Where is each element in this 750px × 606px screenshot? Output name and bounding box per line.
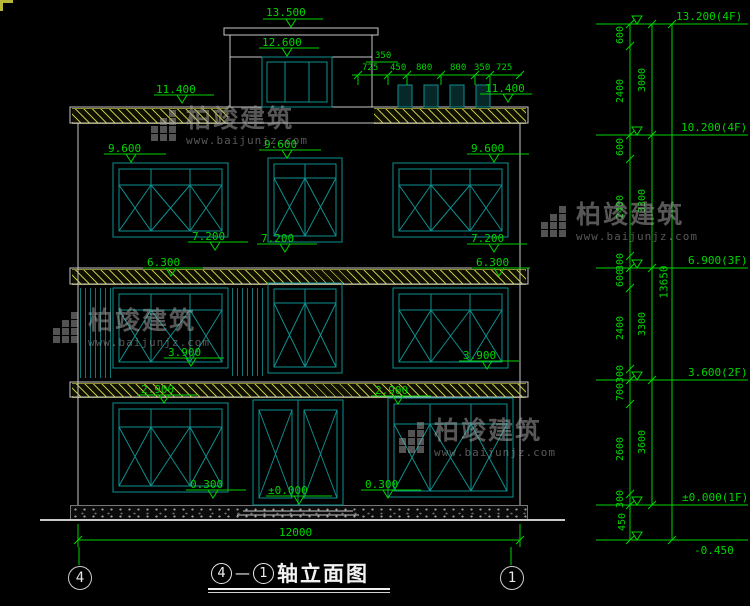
level-label-9600-left: 9.600: [108, 142, 142, 155]
seg-2400a: 2400: [615, 78, 626, 104]
right-level-4f: 10.200(4F): [681, 121, 748, 134]
window-3f-left: [112, 162, 229, 238]
title-underline-thin: [208, 592, 390, 593]
watermark-logo-icon: [399, 422, 424, 453]
watermark-logo-icon: [151, 110, 176, 141]
level-label-6300-left: 6.300: [147, 256, 181, 269]
top-dim-725b: 725: [496, 63, 513, 73]
seg-300c: 300: [615, 489, 626, 509]
right-level-3f: 6.900(3F): [688, 254, 748, 267]
watermark: 柏竣建筑 www.baijunjz.com: [52, 306, 210, 350]
watermark-logo-icon: [53, 312, 78, 343]
level-label-12600: 12.600: [262, 36, 302, 49]
overall-width-dim: 12000: [279, 526, 313, 539]
window-3f-middle: [267, 157, 343, 243]
plinth-band: [70, 505, 528, 521]
watermark-url: www.baijunjz.com: [186, 134, 308, 148]
level-label-13500: 13.500: [266, 6, 306, 19]
watermark-url: www.baijunjz.com: [576, 230, 698, 244]
level-label-6300-right: 6.300: [476, 256, 510, 269]
level-label-3900-left: 3.900: [168, 346, 202, 359]
penthouse-window: [261, 56, 333, 108]
seg-450: 450: [617, 512, 628, 532]
right-level-base: -0.450: [694, 544, 734, 557]
floor-dim-3000: 3000: [637, 67, 648, 93]
window-2f-middle: [267, 282, 343, 374]
watermark-url: www.baijunjz.com: [88, 336, 210, 350]
top-dim-extra: 350: [375, 51, 392, 61]
watermark-name: 柏竣建筑: [434, 416, 543, 445]
floor-dim-3600: 3600: [637, 429, 648, 455]
watermark-name: 柏竣建筑: [576, 200, 685, 229]
seg-2400c: 2400: [615, 315, 626, 341]
title-underline-thick: [208, 588, 390, 590]
level-label-2900-left: 2.900: [141, 383, 175, 396]
seg-600b: 600: [615, 137, 626, 157]
roof-slab-hatch-right: [374, 108, 526, 124]
seg-2600: 2600: [615, 436, 626, 462]
seg-700: 700: [615, 382, 626, 402]
seg-600c: 600: [615, 268, 626, 288]
balcony-railing-mid: [232, 288, 265, 376]
axis-bubble-4: 4: [68, 566, 92, 590]
top-dim-800b: 800: [450, 63, 467, 73]
top-dim-450: 450: [390, 63, 407, 73]
level-label-0300-left: 0.300: [190, 478, 224, 491]
top-dim-800a: 800: [416, 63, 433, 73]
level-label-11400-right: 11.400: [485, 82, 525, 95]
title-text: 轴立面图: [277, 562, 369, 586]
top-dim-725a: 725: [362, 63, 379, 73]
watermark-logo-icon: [541, 206, 566, 237]
watermark-name: 柏竣建筑: [88, 306, 197, 335]
top-dim-350: 350: [474, 63, 491, 73]
title-dash: —: [235, 564, 250, 582]
level-label-0000: ±0.000: [268, 484, 308, 497]
floor-dim-3300b: 3300: [637, 311, 648, 337]
watermark-url: www.baijunjz.com: [434, 446, 556, 460]
level-label-0300-right: 0.300: [365, 478, 399, 491]
right-level-roof: 13.200(4F): [676, 10, 743, 23]
seg-600a: 600: [615, 25, 626, 45]
level-label-9600-right: 9.600: [471, 142, 505, 155]
level-label-7200-left: 7.200: [192, 230, 226, 243]
balcony-railing-left: [80, 288, 112, 378]
watermark: 柏竣建筑 www.baijunjz.com: [540, 200, 698, 244]
floor3-slab-hatch: [72, 269, 526, 285]
level-label-9600-mid: 9.600: [264, 138, 298, 151]
right-level-2f: 3.600(2F): [688, 366, 748, 379]
axis-bubble-1: 1: [500, 566, 524, 590]
watermark: 柏竣建筑 www.baijunjz.com: [150, 104, 308, 148]
seg-300b: 300: [615, 364, 626, 384]
level-label-3900-right: 3.900: [463, 349, 497, 362]
level-label-7200-right: 7.200: [471, 232, 505, 245]
window-3f-right: [392, 162, 509, 238]
drawing-title: 4 — 1 轴立面图: [211, 558, 369, 588]
title-axis-end: 1: [253, 562, 274, 584]
dimension-lines: [73, 15, 748, 565]
level-label-7200-mid: 7.200: [261, 232, 295, 245]
level-label-11400-left: 11.400: [156, 83, 196, 96]
level-label-2900-mid: 2.900: [375, 384, 409, 397]
sheet-corner-mark: [0, 0, 13, 11]
overall-height-dim: 13650: [657, 265, 671, 299]
right-level-1f: ±0.000(1F): [682, 491, 749, 504]
title-axis-start: 4: [211, 562, 232, 584]
watermark-name: 柏竣建筑: [186, 104, 295, 133]
watermark: 柏竣建筑 www.baijunjz.com: [398, 416, 556, 460]
